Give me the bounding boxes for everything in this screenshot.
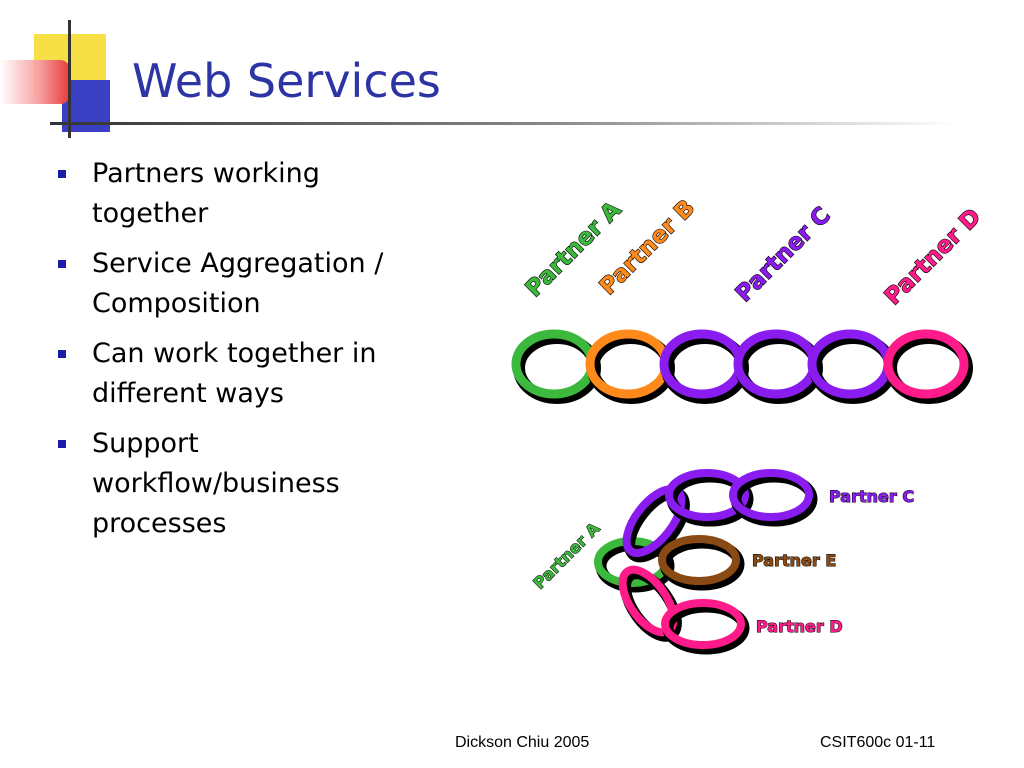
- top-chain: [511, 329, 973, 404]
- square-bullet-icon: [58, 170, 66, 178]
- square-bullet-icon: [58, 350, 66, 358]
- decor-vertical-line: [68, 20, 71, 138]
- bullet-text: Service Aggregation / Composition: [92, 248, 384, 319]
- bottom-chain: [594, 469, 818, 655]
- decor-red-bar: [0, 60, 70, 104]
- bottom-label-partner-a: Partner A: [529, 518, 603, 592]
- bullet-item: Can work together in different ways: [56, 334, 436, 414]
- top-label-partner-d: Partner D: [880, 204, 986, 310]
- chain-link-partner-d: [661, 599, 745, 649]
- top-label-partner-c: Partner C: [731, 202, 836, 307]
- chain-link-partner-d: [883, 329, 969, 399]
- bullet-item: Partners working together: [56, 154, 436, 234]
- chain-link-partner-c: [729, 469, 813, 521]
- bullet-list: Partners working together Service Aggreg…: [56, 154, 436, 554]
- footer-author: Dickson Chiu 2005: [455, 734, 590, 751]
- chain-link-partner-c: [665, 469, 749, 521]
- bullet-item: Service Aggregation / Composition: [56, 244, 436, 324]
- square-bullet-icon: [58, 260, 66, 268]
- bullet-text: Partners working together: [92, 158, 320, 229]
- slide-title: Web Services: [132, 54, 441, 108]
- bullet-item: Support workflow/business processes: [56, 424, 436, 544]
- bullet-text: Support workflow/business processes: [92, 428, 340, 539]
- title-underline: [50, 122, 960, 125]
- bullet-text: Can work together in different ways: [92, 338, 377, 409]
- bottom-label-partner-d: Partner D: [756, 617, 843, 636]
- chain-link-partner-e: [658, 535, 740, 585]
- square-bullet-icon: [58, 440, 66, 448]
- footer-slide-number: CSIT600c 01-11: [820, 734, 936, 751]
- bottom-label-partner-e: Partner E: [752, 551, 836, 570]
- bottom-label-partner-c: Partner C: [829, 487, 914, 506]
